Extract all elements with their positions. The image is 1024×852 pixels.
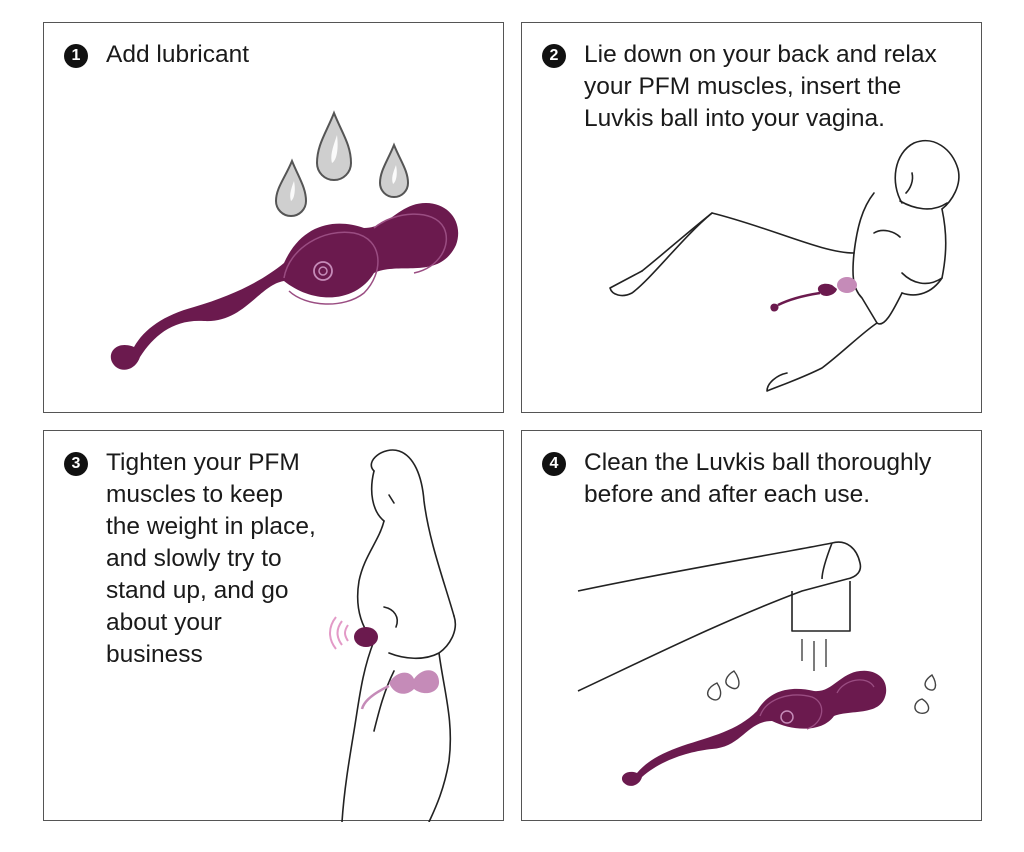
luvkis-ball-icon: [622, 671, 886, 786]
water-drop-icon: [276, 161, 306, 216]
step-2-panel: 2 Lie down on your back and relax your P…: [521, 22, 982, 413]
step-1-panel: 1 Add lubricant: [43, 22, 504, 413]
luvkis-ball-icon: [111, 203, 458, 370]
luvkis-ball-icon: [770, 277, 857, 312]
step-3-illustration: [44, 431, 505, 822]
step-3-panel: 3 Tighten your PFM muscles to keep the w…: [43, 430, 504, 821]
step-1-illustration: [44, 23, 505, 414]
step-4-panel: 4 Clean the Luvkis ball thoroughly befor…: [521, 430, 982, 821]
luvkis-ball-icon: [354, 627, 439, 709]
vibration-waves-icon: [330, 617, 348, 649]
step-2-illustration: [522, 23, 983, 414]
step-4-illustration: [522, 431, 983, 822]
faucet-icon: [578, 542, 860, 691]
